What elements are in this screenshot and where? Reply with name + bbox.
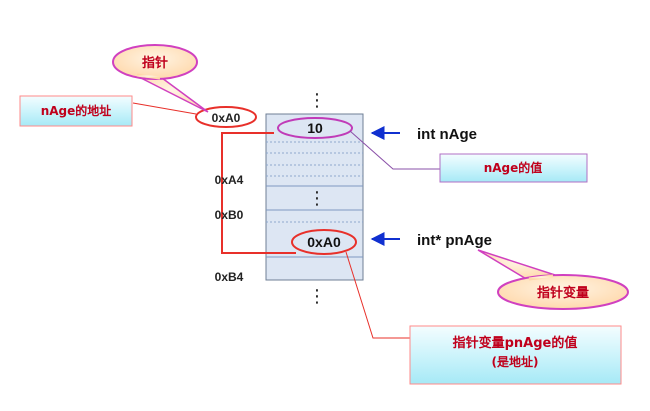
nage-value-box: nAge的值 [439, 153, 588, 183]
nage-address-box-label: nAge的地址 [41, 103, 112, 118]
pnage-value-box-line1: 指针变量pnAge的值 [453, 335, 578, 351]
address-b0: 0xB0 [215, 208, 244, 222]
pointer-bubble-label: 指针 [142, 55, 168, 71]
nage-value: 10 [307, 120, 323, 136]
pnage-value-leader [345, 251, 410, 339]
pnage-declaration: int* pnAge [417, 232, 492, 249]
nage-value-ellipse [277, 117, 353, 139]
ellipsis-top: ⋮ [308, 90, 326, 111]
nage-declaration: int nAge [417, 126, 477, 143]
pnage-value-box: 指针变量pnAge的值 (是地址) [409, 325, 622, 385]
address-a0-ellipse [195, 106, 257, 128]
pointer-variable-bubble-label: 指针变量 [537, 285, 589, 301]
pointer-bubble: 指针 [112, 44, 209, 113]
address-a4: 0xA4 [215, 173, 244, 187]
nage-address-box: nAge的地址 [19, 95, 133, 127]
nage-value-leader [349, 130, 440, 170]
address-b4: 0xB4 [215, 270, 244, 284]
ellipsis-middle: ⋮ [308, 188, 326, 209]
address-a0: 0xA0 [212, 111, 241, 125]
pointer-variable-bubble: 指针变量 [477, 249, 629, 310]
pointer-connector [221, 132, 296, 254]
pnage-value-box-line2: (是地址) [492, 354, 539, 369]
pnage-value-ellipse [291, 229, 357, 255]
pnage-value: 0xA0 [307, 234, 341, 250]
nage-address-leader [132, 102, 197, 115]
nage-value-box-label: nAge的值 [484, 160, 543, 175]
ellipsis-bottom: ⋮ [308, 286, 326, 307]
